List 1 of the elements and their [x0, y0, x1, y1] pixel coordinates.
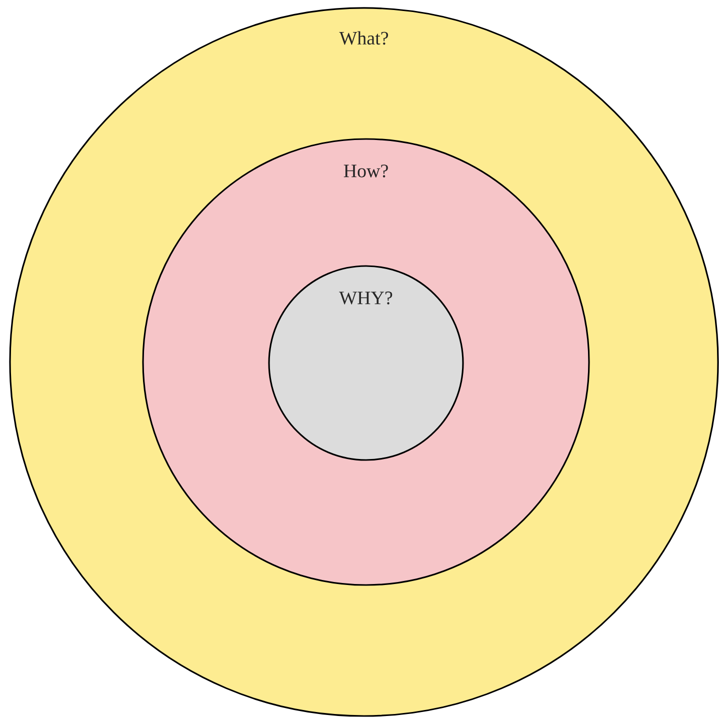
circle-ring: WHY?: [268, 265, 464, 461]
